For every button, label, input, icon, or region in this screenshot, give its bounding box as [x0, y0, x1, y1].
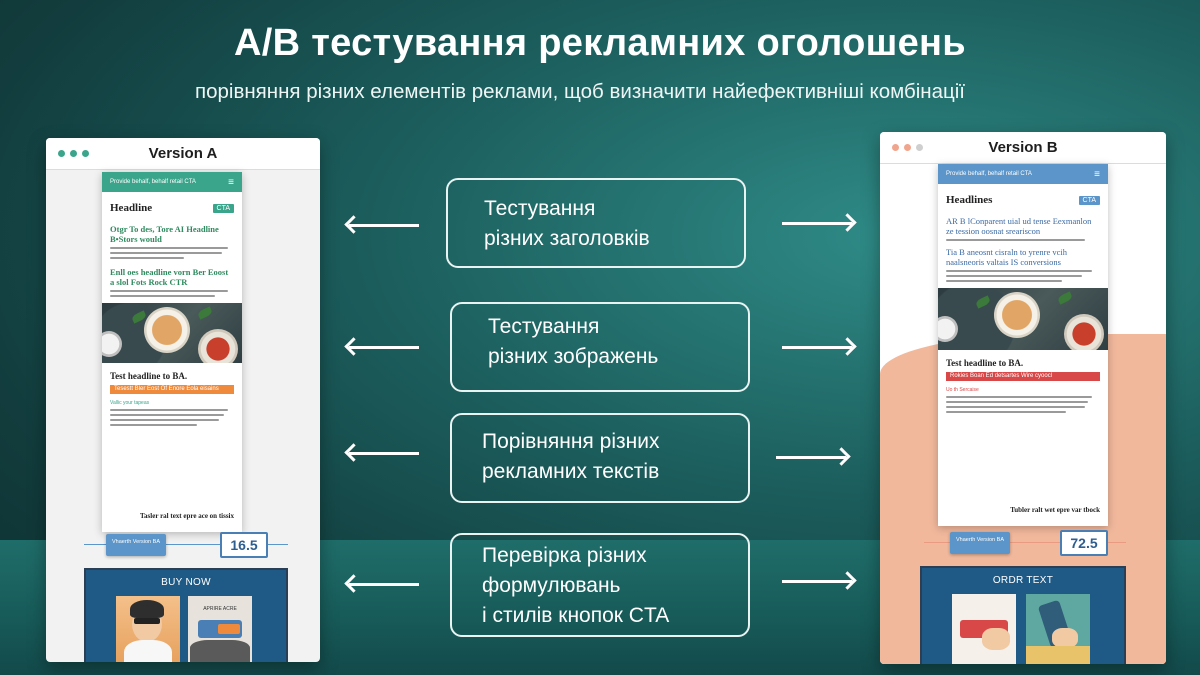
mockup-highlight-band: Tesestt Bler Eost Of Enore Eola eisains: [110, 385, 234, 394]
mockup-small-note: Uo th Sercaise: [946, 387, 979, 393]
mockup-nav-text: Provide behalf, behalf retail CTA: [110, 179, 196, 185]
product-photo: APRIRE ACRE: [188, 596, 252, 662]
woman-photo: [116, 596, 180, 662]
window-controls: [892, 144, 923, 151]
arrow-right-icon: [782, 222, 852, 225]
slider-value: 16.5: [220, 532, 268, 558]
version-b-metric-slider: Vhaerth Version BA 72.5: [916, 530, 1156, 556]
mockup-heading-1: AR B lConparent uial ud tense Eexmanlon …: [946, 216, 1092, 236]
slider-version-button[interactable]: Vhaerth Version BA: [106, 534, 166, 556]
food-image: [938, 288, 1108, 350]
label-line: різних зображень: [488, 345, 659, 368]
window-dot-icon: [70, 150, 77, 157]
version-a-metric-slider: Vhaerth Version BA 16.5: [76, 532, 296, 558]
label-line: і стилів кнопок CTA: [482, 604, 670, 627]
mockup-text-lines: [102, 244, 242, 259]
mockup-heading-2: Tia B aneosnt cisraln to yrenre vcih naa…: [946, 247, 1068, 267]
mockup-text-lines: [938, 236, 1108, 241]
label-cta-buttons: Перевірка різних формулювань і стилів кн…: [450, 533, 750, 637]
hand-button-photo: [952, 594, 1016, 664]
mockup-text-lines: [938, 393, 1108, 413]
page-title: A/B тестування рекламних оголошень: [234, 22, 966, 64]
slider-track: [84, 544, 288, 545]
slider-value: 72.5: [1060, 530, 1108, 556]
version-a-ad-mockup: Provide behalf, behalf retail CTA ≡ Head…: [102, 172, 242, 532]
window-dot-icon: [892, 144, 899, 151]
mockup-heading-1: Otgr To des, Tore AI Headline B•Stors wo…: [110, 224, 219, 244]
mockup-navbar: Provide behalf, behalf retail CTA ≡: [102, 172, 242, 192]
mockup-headline: Headlines: [946, 194, 993, 206]
version-b-titlebar: Version B: [880, 132, 1166, 164]
phone-hand-photo: [1026, 594, 1090, 664]
label-line: Тестування: [484, 197, 596, 220]
mockup-text-lines: [102, 287, 242, 297]
arrow-left-icon: [349, 346, 419, 349]
mockup-text-lines: [938, 267, 1108, 282]
window-dot-icon: [916, 144, 923, 151]
mockup-footer-text: Tubler ralt wet epre var tbock: [1010, 506, 1100, 514]
label-line: різних заголовків: [484, 227, 650, 250]
version-a-titlebar: Version A: [46, 138, 320, 170]
page-subtitle: порівняння різних елементів реклами, щоб…: [195, 80, 965, 103]
version-b-window: Version B Provide behalf, behalf retail …: [880, 132, 1166, 664]
mockup-footer-text: Tasler ral text epre ace on tissix: [140, 512, 234, 520]
version-b-cta-panel: ORDR TEXT: [920, 566, 1126, 664]
label-ad-texts: Порівняння різних рекламних текстів: [450, 413, 750, 503]
arrow-right-icon: [776, 456, 846, 459]
slider-track: [924, 542, 1126, 543]
mockup-highlight-band: Rokies Boan Ed detsartes Wire cyoocl: [946, 372, 1100, 381]
window-dot-icon: [82, 150, 89, 157]
label-images: Тестування різних зображень: [450, 302, 750, 392]
version-b-ad-mockup: Provide behalf, behalf retail CTA ≡ Head…: [938, 164, 1108, 526]
arrow-left-icon: [349, 224, 419, 227]
mockup-small-note: Vallic your tapeas: [110, 400, 150, 406]
label-line: Тестування: [488, 315, 600, 338]
menu-icon: ≡: [1094, 168, 1100, 180]
mockup-cta-chip: CTA: [1078, 195, 1100, 205]
arrow-left-icon: [349, 452, 419, 455]
arrow-left-icon: [349, 583, 419, 586]
cta-label[interactable]: ORDR TEXT: [992, 575, 1054, 586]
label-line: формулювань: [482, 574, 621, 597]
mockup-nav-text: Provide behalf, behalf retail CTA: [946, 171, 1032, 177]
version-a-title: Version A: [148, 145, 218, 162]
mockup-headline: Headline: [110, 202, 153, 214]
mockup-navbar: Provide behalf, behalf retail CTA ≡: [938, 164, 1108, 184]
food-image: [102, 303, 242, 363]
window-controls: [58, 150, 89, 157]
label-line: Перевірка різних: [482, 544, 647, 567]
mockup-subhead: Test headline to BA.: [946, 358, 1024, 368]
mockup-heading-2: Enll oes headline vorn Ber Eoost a slol …: [110, 267, 229, 287]
arrow-right-icon: [782, 346, 852, 349]
arrow-right-icon: [782, 580, 852, 583]
menu-icon: ≡: [228, 176, 234, 188]
mockup-subhead: Test headline to BA.: [110, 371, 188, 381]
product-photo-text: APRIRE ACRE: [203, 606, 237, 612]
version-a-cta-panel: BUY NOW APRIRE ACRE: [84, 568, 288, 662]
label-line: Порівняння різних: [482, 430, 660, 453]
cta-label[interactable]: BUY NOW: [161, 577, 211, 588]
version-a-window: Version A Provide behalf, behalf retail …: [46, 138, 320, 662]
window-dot-icon: [58, 150, 65, 157]
slider-version-button[interactable]: Vhaerth Version BA: [950, 532, 1010, 554]
label-line: рекламних текстів: [482, 460, 660, 483]
version-b-title: Version B: [988, 139, 1058, 156]
mockup-cta-chip: CTA: [212, 203, 234, 213]
window-dot-icon: [904, 144, 911, 151]
mockup-text-lines: [102, 406, 242, 426]
label-headlines: Тестування різних заголовків: [446, 178, 746, 268]
